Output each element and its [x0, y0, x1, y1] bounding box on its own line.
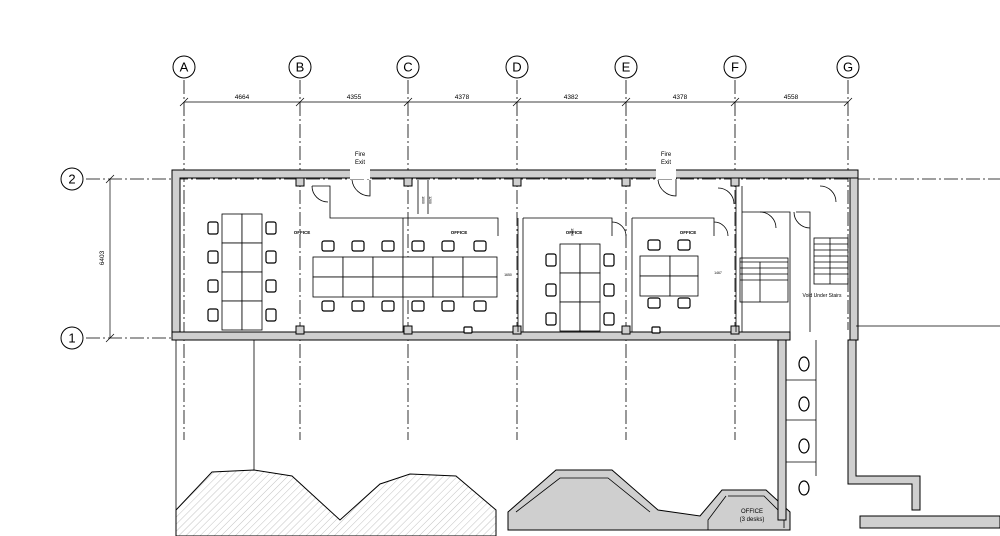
- tiny-dimension-1: 1650: [504, 273, 512, 277]
- tiny-dimension-4: 1000: [570, 228, 574, 236]
- fire-exit-1-line-2: Exit: [355, 160, 365, 166]
- staircase: [739, 237, 849, 303]
- desk-cluster-1: [207, 213, 277, 331]
- tiny-dimension-5: 1467: [714, 271, 722, 275]
- desk-cluster-3: [545, 243, 615, 332]
- tiny-dimension-3: 1200: [428, 196, 432, 204]
- column-label-d: D: [512, 60, 521, 75]
- fire-exit-2-line-2: Exit: [661, 160, 671, 166]
- column-bubble-c: C: [396, 55, 420, 79]
- column-bubble-b: B: [288, 55, 312, 79]
- column-bubble-e: E: [614, 55, 638, 79]
- dimension-vertical: 6403: [99, 250, 106, 265]
- interior-partitions: [312, 180, 811, 332]
- dimension-span-ef: 4378: [673, 94, 688, 101]
- office-small-line-2: (3 desks): [740, 517, 765, 523]
- office-label-2: OFFICE: [451, 230, 468, 235]
- row-label-1: 1: [68, 331, 75, 346]
- lower-building: [175, 340, 791, 536]
- tiny-dimension-2: 1000: [421, 196, 425, 204]
- fire-exit-2-line-1: Fire: [661, 152, 672, 158]
- door-swings: [311, 179, 837, 237]
- column-bubble-g: G: [836, 55, 860, 79]
- outer-walls: [171, 169, 859, 341]
- column-label-c: C: [403, 60, 412, 75]
- column-label-a: A: [180, 60, 189, 75]
- office-label-3: OFFICE: [566, 230, 583, 235]
- column-bubble-f: F: [723, 55, 747, 79]
- dimension-span-fg: 4558: [784, 94, 799, 101]
- column-bubble-d: D: [505, 55, 529, 79]
- fire-exit-1-line-1: Fire: [355, 152, 366, 158]
- office-label-1: OFFICE: [294, 230, 311, 235]
- office-small-line-1: OFFICE: [741, 509, 763, 515]
- row-bubble-1: 1: [60, 326, 84, 350]
- dimension-chain: 4664 4355 4378 4382 4378 4558: [179, 94, 853, 107]
- office-small-label: OFFICE (3 desks): [740, 509, 765, 523]
- extra-chairs: [463, 326, 661, 334]
- toilet-block: [777, 325, 1000, 529]
- row-label-2: 2: [68, 172, 75, 187]
- desk-cluster-4: [639, 239, 699, 309]
- column-bubble-a: A: [172, 55, 196, 79]
- dimension-span-bc: 4355: [347, 94, 362, 101]
- dimension-span-de: 4382: [564, 94, 579, 101]
- column-label-g: G: [843, 60, 853, 75]
- column-label-e: E: [622, 60, 631, 75]
- dimension-span-ab: 4664: [235, 94, 250, 101]
- void-label: Void Under Stairs: [803, 293, 842, 299]
- row-bubble-2: 2: [60, 167, 84, 191]
- vertical-grid-lines: [183, 80, 849, 440]
- structural-columns: [295, 177, 740, 335]
- column-label-f: F: [731, 60, 739, 75]
- office-label-4: OFFICE: [680, 230, 697, 235]
- fire-exit-label-1: Fire Exit: [355, 152, 366, 166]
- fire-exit-label-2: Fire Exit: [661, 152, 672, 166]
- vertical-dimension: 6403: [99, 174, 115, 343]
- dimension-span-cd: 4378: [455, 94, 470, 101]
- column-label-b: B: [296, 60, 305, 75]
- desk-cluster-2: [312, 240, 498, 312]
